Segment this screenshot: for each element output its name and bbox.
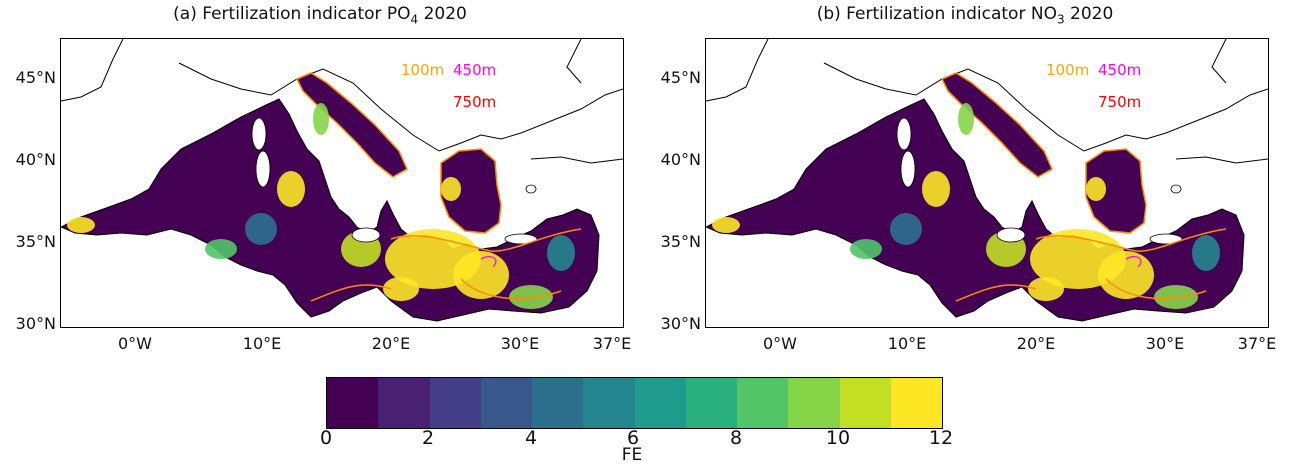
lat-tick: 40°N — [15, 150, 56, 169]
lat-tick: 30°N — [15, 314, 56, 333]
fe-patch — [1086, 177, 1106, 201]
fe-patch — [1192, 235, 1220, 271]
lon-tick: 30°E — [500, 334, 540, 353]
island — [896, 117, 912, 151]
fe-patch — [890, 213, 922, 245]
depth-label-100m: 100m — [401, 61, 445, 79]
colorbar-segment — [480, 378, 532, 428]
lon-tick: 37°E — [592, 334, 632, 353]
colorbar-segment — [532, 378, 584, 428]
colorbar-tick: 4 — [524, 427, 538, 449]
island — [996, 227, 1026, 243]
colorbar-segment — [788, 378, 840, 428]
aegean-sea — [1085, 148, 1147, 234]
colorbar-segment — [685, 378, 737, 428]
fe-patch — [1154, 285, 1198, 309]
colorbar-tick: 8 — [729, 427, 743, 449]
lon-tick: 10°E — [242, 334, 282, 353]
panel-title: (a) Fertilization indicator PO4 2020 — [173, 4, 467, 27]
colorbar-tick: 6 — [626, 427, 640, 449]
colorbar — [326, 377, 943, 429]
fe-patch — [509, 285, 553, 309]
lon-tick: 10°E — [887, 334, 927, 353]
lon-tick: 0°W — [118, 334, 152, 353]
fe-patch — [383, 277, 419, 301]
depth-label-750m: 750m — [453, 93, 497, 111]
colorbar-label: FE — [621, 445, 643, 465]
fe-patch — [245, 213, 277, 245]
coastline — [706, 39, 1268, 164]
colorbar-segment — [429, 378, 481, 428]
island — [525, 184, 537, 194]
coastline — [61, 39, 623, 164]
colorbar-tick: 2 — [421, 427, 435, 449]
fe-patch — [67, 217, 95, 233]
depth-label-750m: 750m — [1098, 93, 1142, 111]
colorbar-segment — [737, 378, 789, 428]
lat-tick: 45°N — [15, 68, 56, 87]
island — [255, 150, 271, 188]
island — [1149, 233, 1183, 245]
fe-patch — [547, 235, 575, 271]
lon-tick: 37°E — [1237, 334, 1277, 353]
lon-tick: 30°E — [1145, 334, 1185, 353]
fe-patch — [850, 239, 882, 259]
colorbar-segment — [890, 378, 942, 428]
lat-tick: 35°N — [660, 232, 701, 251]
lat-tick: 30°N — [660, 314, 701, 333]
colorbar-segment — [583, 378, 635, 428]
island — [251, 117, 267, 151]
lon-tick: 20°E — [371, 334, 411, 353]
panel-a: (a) Fertilization indicator PO4 2020 100… — [0, 0, 640, 353]
depth-contour — [310, 228, 582, 302]
depth-contour — [480, 255, 497, 268]
lat-tick: 45°N — [660, 68, 701, 87]
colorbar-segment — [378, 378, 430, 428]
fe-patch — [958, 103, 974, 135]
map-area: 100m 450m 750m — [60, 38, 624, 328]
sea-area — [706, 39, 1268, 322]
colorbar-segment — [634, 378, 686, 428]
lat-tick: 40°N — [660, 150, 701, 169]
lon-tick: 0°W — [763, 334, 797, 353]
island — [1170, 184, 1182, 194]
fe-patch — [922, 171, 950, 207]
fe-patch — [313, 103, 329, 135]
depth-label-100m: 100m — [1046, 61, 1090, 79]
fe-patch — [1028, 277, 1064, 301]
map-svg — [61, 39, 623, 322]
aegean-sea — [440, 148, 502, 234]
panel-b: (b) Fertilization indicator NO3 2020 100… — [645, 0, 1285, 353]
fe-patch — [453, 251, 509, 299]
depth-label-450m: 450m — [1098, 61, 1142, 79]
depth-contour — [955, 228, 1227, 302]
fe-patch — [712, 217, 740, 233]
island — [900, 150, 916, 188]
lon-tick: 20°E — [1016, 334, 1056, 353]
map-area: 100m 450m 750m — [705, 38, 1269, 328]
lat-tick: 35°N — [15, 232, 56, 251]
fe-patch — [441, 177, 461, 201]
colorbar-tick: 0 — [319, 427, 333, 449]
colorbar-segment — [839, 378, 891, 428]
depth-contour — [1125, 255, 1142, 268]
sea-area — [61, 39, 623, 322]
fe-patch — [205, 239, 237, 259]
depth-label-450m: 450m — [453, 61, 497, 79]
map-svg — [706, 39, 1268, 322]
fe-patch — [277, 171, 305, 207]
fe-patch — [1098, 251, 1154, 299]
panel-title: (b) Fertilization indicator NO3 2020 — [816, 4, 1114, 27]
colorbar-segment — [327, 378, 379, 428]
island — [504, 233, 538, 245]
colorbar-tick: 10 — [825, 427, 851, 449]
colorbar-tick: 12 — [928, 427, 954, 449]
island — [351, 227, 381, 243]
